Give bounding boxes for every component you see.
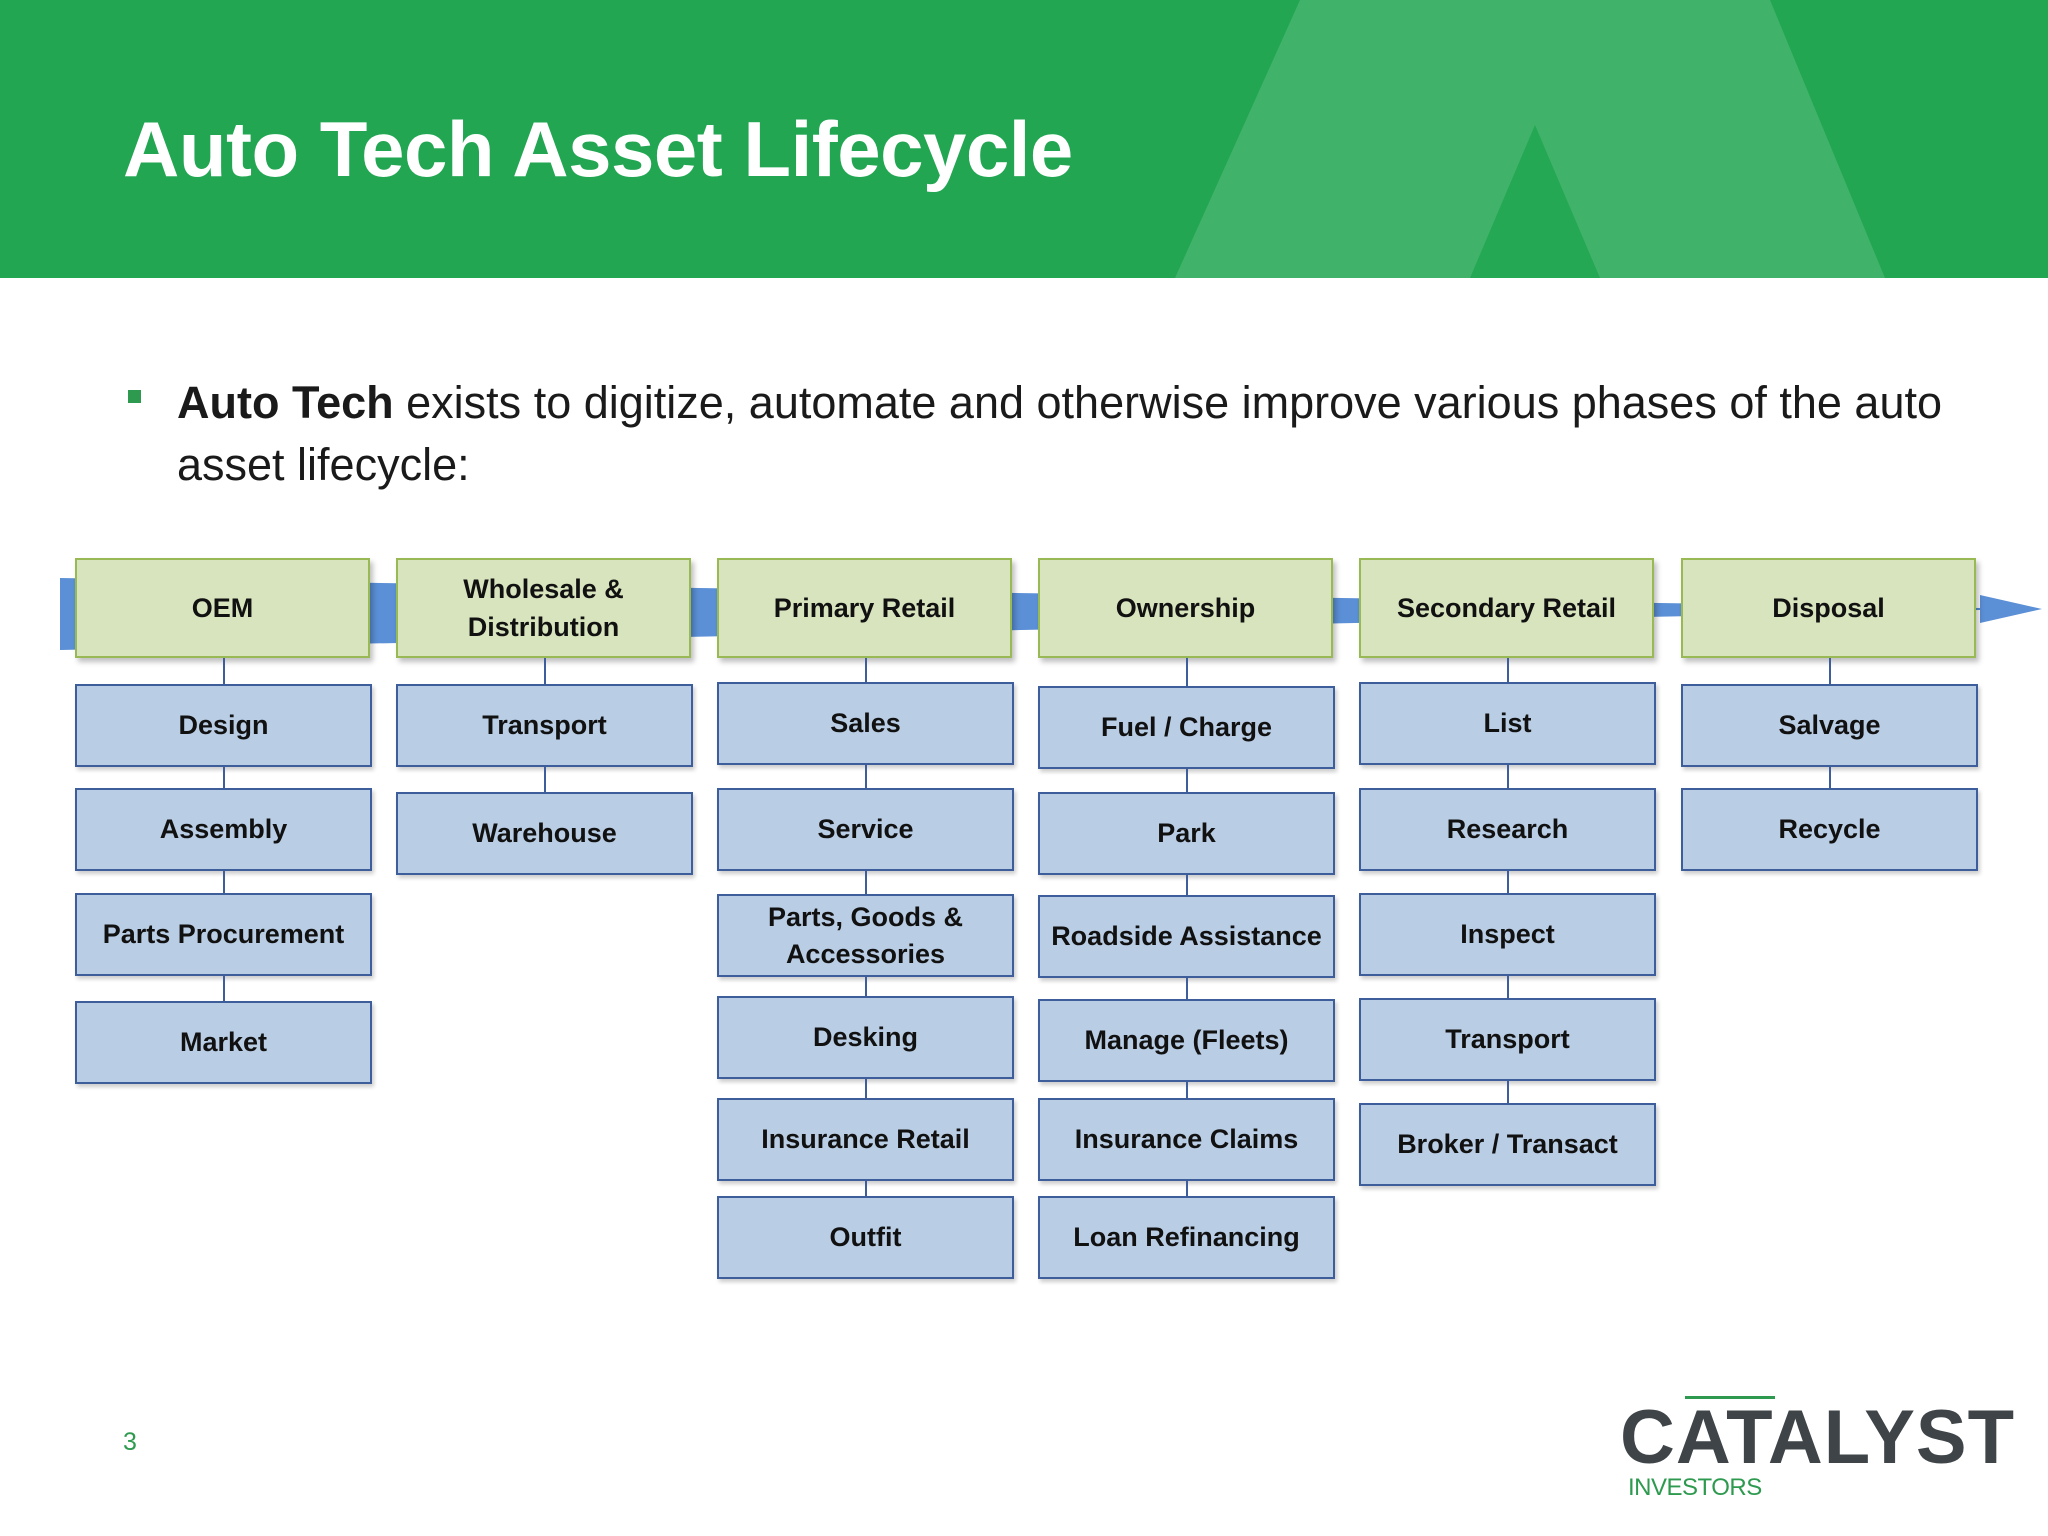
step-box: Parts, Goods & Accessories bbox=[717, 894, 1014, 977]
phase-box: OEM bbox=[75, 558, 370, 658]
connector-line bbox=[223, 767, 225, 788]
phase-box: Wholesale & Distribution bbox=[396, 558, 691, 658]
connector-line bbox=[1186, 1082, 1188, 1098]
step-box: Insurance Retail bbox=[717, 1098, 1014, 1181]
step-box: Fuel / Charge bbox=[1038, 686, 1335, 769]
connector-line bbox=[223, 976, 225, 1001]
step-box: Manage (Fleets) bbox=[1038, 999, 1335, 1082]
header-banner: Auto Tech Asset Lifecycle bbox=[0, 0, 2048, 278]
step-box: List bbox=[1359, 682, 1656, 765]
catalyst-investors-logo: CATALYST INVESTORS bbox=[1620, 1396, 2014, 1506]
connector-line bbox=[1186, 769, 1188, 792]
connector-line bbox=[1829, 767, 1831, 788]
step-box: Assembly bbox=[75, 788, 372, 871]
connector-line bbox=[1186, 658, 1188, 686]
connector-line bbox=[1186, 1181, 1188, 1196]
connector-line bbox=[544, 767, 546, 792]
step-box: Transport bbox=[396, 684, 693, 767]
step-box: Outfit bbox=[717, 1196, 1014, 1279]
connector-line bbox=[865, 1079, 867, 1098]
step-box: Parts Procurement bbox=[75, 893, 372, 976]
step-box: Service bbox=[717, 788, 1014, 871]
connector-line bbox=[865, 658, 867, 682]
step-box: Desking bbox=[717, 996, 1014, 1079]
phase-box: Primary Retail bbox=[717, 558, 1012, 658]
phase-box: Ownership bbox=[1038, 558, 1333, 658]
intro-bold-lead: Auto Tech bbox=[177, 377, 394, 428]
connector-line bbox=[1507, 871, 1509, 893]
step-box: Salvage bbox=[1681, 684, 1978, 767]
page-number: 3 bbox=[123, 1428, 137, 1456]
step-box: Research bbox=[1359, 788, 1656, 871]
step-box: Transport bbox=[1359, 998, 1656, 1081]
step-box: Warehouse bbox=[396, 792, 693, 875]
step-box: Park bbox=[1038, 792, 1335, 875]
connector-line bbox=[1507, 765, 1509, 788]
connector-line bbox=[544, 658, 546, 684]
connector-line bbox=[223, 658, 225, 684]
intro-text: Auto Tech exists to digitize, automate a… bbox=[177, 372, 1967, 496]
connector-line bbox=[865, 871, 867, 894]
intro-body: exists to digitize, automate and otherwi… bbox=[177, 377, 1943, 490]
connector-line bbox=[1507, 658, 1509, 682]
step-box: Loan Refinancing bbox=[1038, 1196, 1335, 1279]
connector-line bbox=[1829, 658, 1831, 684]
connector-line bbox=[865, 765, 867, 788]
step-box: Broker / Transact bbox=[1359, 1103, 1656, 1186]
step-box: Recycle bbox=[1681, 788, 1978, 871]
connector-line bbox=[1186, 978, 1188, 999]
logo-wordmark: CATALYST bbox=[1620, 1395, 2016, 1480]
connector-line bbox=[1507, 976, 1509, 998]
connector-line bbox=[223, 871, 225, 893]
step-box: Market bbox=[75, 1001, 372, 1084]
phase-box: Disposal bbox=[1681, 558, 1976, 658]
phase-box: Secondary Retail bbox=[1359, 558, 1654, 658]
header-triangle-decoration bbox=[1175, 0, 1885, 278]
connector-line bbox=[865, 1181, 867, 1196]
connector-line bbox=[1186, 875, 1188, 895]
step-box: Roadside Assistance bbox=[1038, 895, 1335, 978]
step-box: Sales bbox=[717, 682, 1014, 765]
logo-accent-line bbox=[1685, 1396, 1775, 1399]
step-box: Inspect bbox=[1359, 893, 1656, 976]
step-box: Design bbox=[75, 684, 372, 767]
connector-line bbox=[1507, 1081, 1509, 1103]
connector-line bbox=[865, 977, 867, 996]
step-box: Insurance Claims bbox=[1038, 1098, 1335, 1181]
logo-subtitle: INVESTORS bbox=[1628, 1474, 1762, 1501]
page-title: Auto Tech Asset Lifecycle bbox=[123, 105, 1073, 193]
bullet-square-icon bbox=[128, 390, 141, 403]
